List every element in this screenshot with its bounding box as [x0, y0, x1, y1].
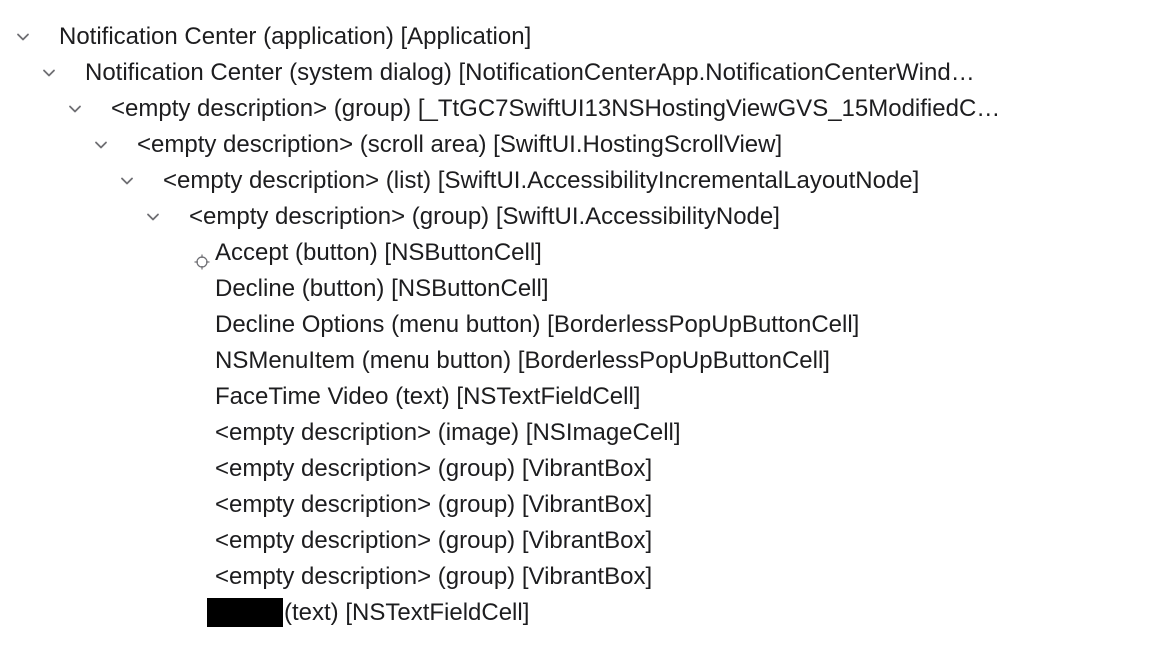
tree-row-label: <empty description> (group) [VibrantBox] [215, 527, 653, 554]
tree-row-label: <empty description> (group) [_TtGC7Swift… [111, 95, 1001, 122]
tree-row-vibrant-box[interactable]: <empty description> (group) [VibrantBox] [0, 523, 1172, 559]
tree-row-label: <empty description> (group) [SwiftUI.Acc… [189, 203, 780, 230]
tree-row-label: Decline (button) [NSButtonCell] [215, 275, 549, 302]
tree-row-label: NSMenuItem (menu button) [BorderlessPopU… [215, 347, 830, 374]
tree-row-label: <empty description> (group) [VibrantBox] [215, 563, 653, 590]
chevron-down-icon[interactable] [119, 173, 135, 189]
crosshair-icon [194, 245, 210, 270]
tree-row-list[interactable]: <empty description> (list) [SwiftUI.Acce… [0, 163, 1172, 199]
tree-row-facetime-video-text[interactable]: FaceTime Video (text) [NSTextFieldCell] [0, 379, 1172, 415]
tree-row-label: <empty description> (list) [SwiftUI.Acce… [163, 167, 920, 194]
tree-row-label: <empty description> (group) [VibrantBox] [215, 455, 653, 482]
tree-row-label: Accept (button) [NSButtonCell] [215, 239, 542, 266]
tree-row-scroll-area[interactable]: <empty description> (scroll area) [Swift… [0, 127, 1172, 163]
tree-row-decline-options[interactable]: Decline Options (menu button) [Borderles… [0, 307, 1172, 343]
tree-row-redacted-text[interactable]: (text) [NSTextFieldCell] [0, 595, 1172, 631]
tree-row-label: Decline Options (menu button) [Borderles… [215, 311, 860, 338]
chevron-down-icon[interactable] [145, 209, 161, 225]
tree-row-decline-button[interactable]: Decline (button) [NSButtonCell] [0, 271, 1172, 307]
chevron-down-icon[interactable] [93, 137, 109, 153]
tree-row-vibrant-box[interactable]: <empty description> (group) [VibrantBox] [0, 559, 1172, 595]
chevron-down-icon[interactable] [41, 65, 57, 81]
accessibility-tree: Notification Center (application) [Appli… [0, 19, 1172, 631]
tree-row-accessibility-node-group[interactable]: <empty description> (group) [SwiftUI.Acc… [0, 199, 1172, 235]
tree-row-vibrant-box[interactable]: <empty description> (group) [VibrantBox] [0, 487, 1172, 523]
tree-row-label: Notification Center (system dialog) [Not… [85, 59, 975, 86]
tree-row-label: <empty description> (scroll area) [Swift… [137, 131, 783, 158]
tree-row-label: <empty description> (group) [VibrantBox] [215, 491, 653, 518]
chevron-down-icon[interactable] [15, 29, 31, 45]
tree-row-vibrant-box[interactable]: <empty description> (group) [VibrantBox] [0, 451, 1172, 487]
tree-row-image[interactable]: <empty description> (image) [NSImageCell… [0, 415, 1172, 451]
tree-row-label: FaceTime Video (text) [NSTextFieldCell] [215, 383, 641, 410]
tree-row-accept-button[interactable]: Accept (button) [NSButtonCell] [0, 235, 1172, 271]
tree-row-label: Notification Center (application) [Appli… [59, 23, 532, 50]
tree-row-label: (text) [NSTextFieldCell] [284, 599, 530, 626]
redaction-block [207, 598, 283, 627]
tree-row-label: <empty description> (image) [NSImageCell… [215, 419, 681, 446]
tree-row-nsmenuitem[interactable]: NSMenuItem (menu button) [BorderlessPopU… [0, 343, 1172, 379]
chevron-down-icon[interactable] [67, 101, 83, 117]
tree-row-notification-center-app[interactable]: Notification Center (application) [Appli… [0, 19, 1172, 55]
tree-row-hosting-view-group[interactable]: <empty description> (group) [_TtGC7Swift… [0, 91, 1172, 127]
tree-row-system-dialog[interactable]: Notification Center (system dialog) [Not… [0, 55, 1172, 91]
